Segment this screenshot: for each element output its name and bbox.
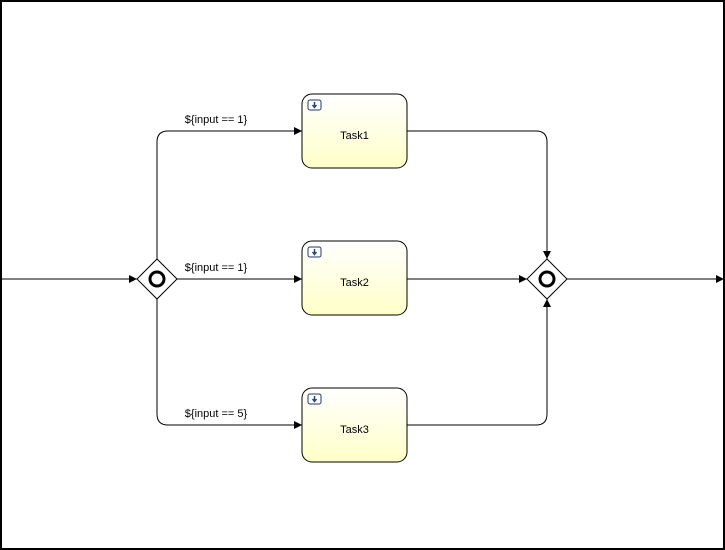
sequence-flows xyxy=(0,127,724,429)
task-box xyxy=(301,93,408,169)
condition-label-task2: ${input == 1} xyxy=(185,262,248,274)
flow-to-task3[interactable] xyxy=(156,299,302,429)
gateway-diamond xyxy=(526,258,568,300)
task-box xyxy=(301,387,408,463)
gateway-diamond xyxy=(136,258,178,300)
task-label: Task1 xyxy=(340,130,369,142)
task-label: Task3 xyxy=(340,424,369,436)
task-box xyxy=(301,240,408,316)
task-task3[interactable]: Task3 xyxy=(301,387,408,463)
condition-label-task3: ${input == 5} xyxy=(185,408,248,420)
service-task-icon xyxy=(307,246,322,258)
task-task2[interactable]: Task2 xyxy=(301,240,408,316)
flow-to-task1[interactable] xyxy=(156,127,302,259)
flow-task1-to-join[interactable] xyxy=(407,130,551,259)
service-task-icon xyxy=(307,393,322,405)
inclusive-gateway-join[interactable] xyxy=(526,258,568,300)
inclusive-gateway-icon xyxy=(538,270,556,288)
inclusive-gateway-icon xyxy=(148,270,166,288)
flow-task3-to-join[interactable] xyxy=(407,299,551,426)
task-label: Task2 xyxy=(340,277,369,289)
condition-label-task1: ${input == 1} xyxy=(185,114,248,126)
service-task-icon xyxy=(307,99,322,111)
task-task1[interactable]: Task1 xyxy=(301,93,408,169)
inclusive-gateway-split[interactable] xyxy=(136,258,178,300)
